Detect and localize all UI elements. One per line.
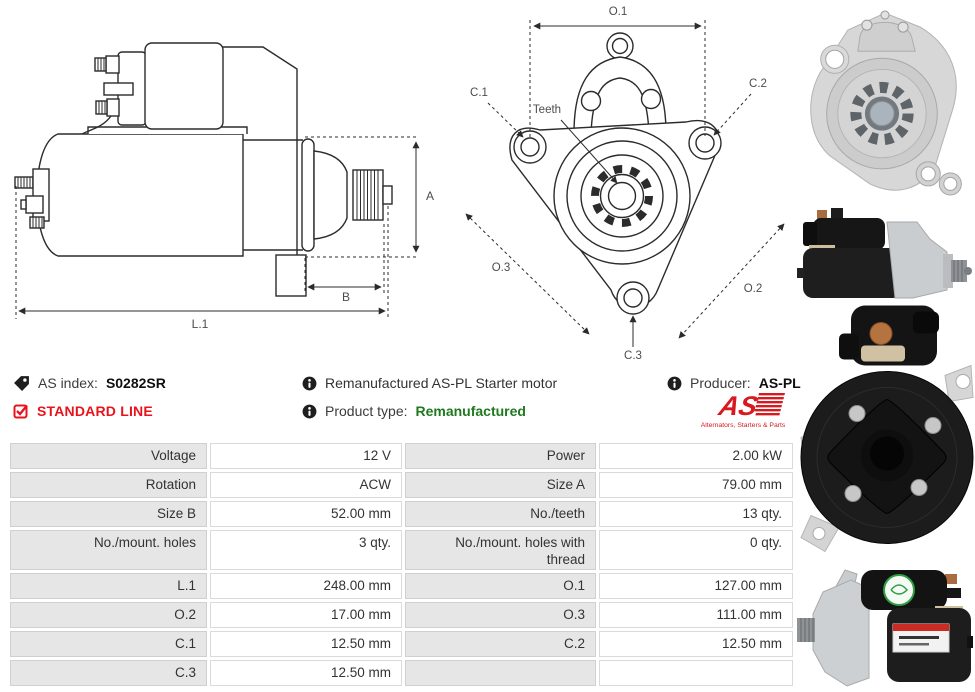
dim-label-b: B [342,290,350,304]
spec-value: 12.50 mm [210,660,402,686]
spec-value: 12 V [210,443,402,469]
starter-side-view-left-photo[interactable] [795,562,975,692]
dim-label-c3: C.3 [624,350,642,360]
spec-value: 12.50 mm [210,631,402,657]
spec-label: Rotation [10,472,207,498]
as-pl-brand-logo: AS Alternators, Starters & Parts [701,390,786,429]
spec-label: C.2 [405,631,596,657]
spec-label: Size B [10,501,207,527]
spec-label: O.2 [10,602,207,628]
dim-label-a: A [426,189,434,203]
spec-label: C.3 [10,660,207,686]
product-line-badge: STANDARD LINE [13,402,153,420]
info-icon [302,376,317,390]
dim-label-o3: O.3 [492,262,511,274]
product-description-row: Remanufactured AS-PL Starter motor [302,374,557,392]
starter-side-view-right-photo[interactable] [795,204,975,304]
product-type-label: Product type: [325,403,408,419]
spec-label: Power [405,443,596,469]
technical-drawing-side-view: A B L.1 [14,42,434,331]
dim-label-o2: O.2 [744,283,763,295]
as-index-value: S0282SR [105,375,166,391]
spec-label: No./mount. holes [10,530,207,570]
spec-label: L.1 [10,573,207,599]
technical-drawing-front-view: O.1 C.1 C.2 Teeth O.3 O.2 C.3 [465,6,785,360]
spec-value: 127.00 mm [599,573,793,599]
dim-label-l1: L.1 [192,317,209,331]
spec-label: O.3 [405,602,596,628]
as-index-label: AS index: [38,375,98,391]
logo-text: AS [715,390,761,421]
spec-label: O.1 [405,573,596,599]
dim-label-teeth: Teeth [533,104,561,116]
spec-value: 248.00 mm [210,573,402,599]
product-description: Remanufactured AS-PL Starter motor [325,375,558,391]
as-index-row: AS index: S0282SR [13,374,166,392]
starter-rear-view-photo[interactable] [795,305,975,561]
dim-label-c2: C.2 [749,78,767,90]
product-type-value: Remanufactured [415,403,526,419]
producer-label: Producer: [690,375,751,391]
spec-label: Size A [405,472,596,498]
dim-label-o1: O.1 [609,6,628,18]
checkbox-checked-icon [13,404,28,419]
spec-label: No./mount. holes with thread [405,530,596,570]
spec-value: 79.00 mm [599,472,793,498]
spec-value: 2.00 kW [599,443,793,469]
product-line-label: STANDARD LINE [37,403,153,419]
spec-label: Voltage [10,443,207,469]
product-type-row: Product type: Remanufactured [302,402,526,420]
dim-label-c1: C.1 [470,87,488,99]
spec-label [405,660,596,686]
spec-label: No./teeth [405,501,596,527]
tag-icon [14,375,29,391]
starter-front-view-photo[interactable] [795,5,975,201]
spec-value: 17.00 mm [210,602,402,628]
spec-value: 52.00 mm [210,501,402,527]
info-icon [302,404,317,418]
spec-value: 13 qty. [599,501,793,527]
spec-value: 12.50 mm [599,631,793,657]
spec-table: Voltage 12 V Power 2.00 kW Rotation ACW … [10,443,793,686]
spec-value: ACW [210,472,402,498]
info-icon [667,376,682,390]
logo-tagline: Alternators, Starters & Parts [701,422,786,429]
spec-value: 3 qty. [210,530,402,570]
spec-value [599,660,793,686]
spec-value: 111.00 mm [599,602,793,628]
producer-value: AS-PL [758,375,801,391]
spec-value: 0 qty. [599,530,793,570]
producer-row: Producer: AS-PL [667,374,801,392]
spec-label: C.1 [10,631,207,657]
